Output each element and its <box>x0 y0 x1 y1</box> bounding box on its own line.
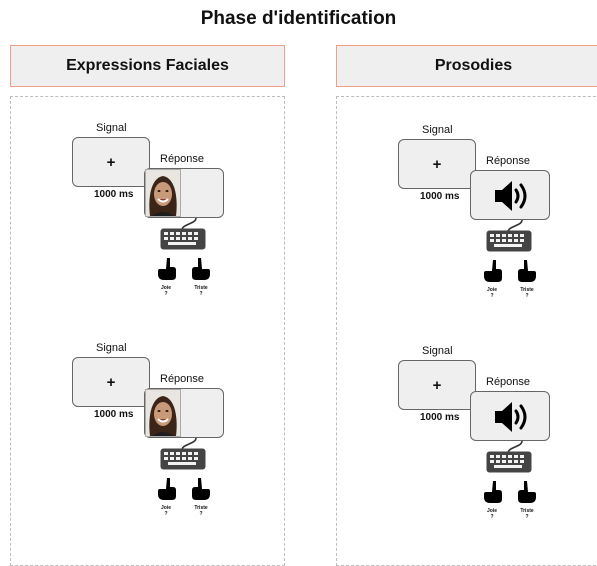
left-key-question: ? <box>164 291 168 297</box>
response-label: Réponse <box>160 373 205 385</box>
signal-box: + <box>398 360 476 410</box>
right-key-word: Triste <box>194 285 208 291</box>
face-photo <box>145 169 181 217</box>
signal-label: Signal <box>422 345 453 357</box>
signal-label: Signal <box>422 124 453 136</box>
signal-label: Signal <box>96 122 127 134</box>
fixation-cross: + <box>432 155 442 173</box>
response-box <box>470 170 550 220</box>
right-hand-icon <box>192 478 210 500</box>
left-hand-icon <box>158 258 176 280</box>
signal-box: + <box>72 357 150 407</box>
right-key-word: Triste <box>520 508 534 514</box>
left-key-question: ? <box>164 511 168 517</box>
trial-diagram: Signal + 1000 ms Réponse Joie? Triste? <box>72 122 282 322</box>
response-label: Réponse <box>160 153 205 165</box>
speaker-icon <box>495 181 527 211</box>
duration-label: 1000 ms <box>94 409 134 420</box>
right-key-label: Triste? <box>189 505 213 517</box>
right-key-question: ? <box>199 291 203 297</box>
duration-label: 1000 ms <box>94 189 134 200</box>
left-key-word: Joie <box>160 505 171 511</box>
face-photo <box>145 389 181 437</box>
right-key-question: ? <box>525 293 529 299</box>
speaker-icon <box>495 402 527 432</box>
left-key-word: Joie <box>486 508 497 514</box>
signal-box: + <box>72 137 150 187</box>
page-title: Phase d'identification <box>200 8 397 29</box>
right-hand-icon <box>518 260 536 282</box>
signal-box: + <box>398 139 476 189</box>
left-hand-icon <box>158 478 176 500</box>
keyboard-icon <box>160 228 206 250</box>
signal-label: Signal <box>96 342 127 354</box>
left-key-label: Joie? <box>480 508 504 520</box>
response-box <box>470 391 550 441</box>
trial-diagram: Signal + 1000 ms Réponse Joie? Triste? <box>72 342 282 542</box>
left-key-question: ? <box>490 514 494 520</box>
trial-diagram: Signal + 1000 ms Réponse Joie? Triste? <box>398 124 597 324</box>
right-key-question: ? <box>525 514 529 520</box>
right-hand-icon <box>518 481 536 503</box>
response-label: Réponse <box>486 376 531 388</box>
header-prosodies: Prosodies <box>336 45 597 87</box>
right-key-label: Triste? <box>189 285 213 297</box>
right-key-word: Triste <box>194 505 208 511</box>
right-key-question: ? <box>199 511 203 517</box>
duration-label: 1000 ms <box>420 412 460 423</box>
duration-label: 1000 ms <box>420 191 460 202</box>
left-key-label: Joie? <box>154 285 178 297</box>
right-key-word: Triste <box>520 287 534 293</box>
keyboard-icon <box>486 451 532 473</box>
left-hand-icon <box>484 481 502 503</box>
right-key-label: Triste? <box>515 508 539 520</box>
left-key-label: Joie? <box>480 287 504 299</box>
response-label: Réponse <box>486 155 531 167</box>
left-key-label: Joie? <box>154 505 178 517</box>
response-box <box>144 168 224 218</box>
left-hand-icon <box>484 260 502 282</box>
header-expressions-faciales: Expressions Faciales <box>10 45 285 87</box>
fixation-cross: + <box>106 373 116 391</box>
fixation-cross: + <box>106 153 116 171</box>
left-key-word: Joie <box>486 287 497 293</box>
left-key-question: ? <box>490 293 494 299</box>
keyboard-icon <box>486 230 532 252</box>
left-key-word: Joie <box>160 285 171 291</box>
right-hand-icon <box>192 258 210 280</box>
response-box <box>144 388 224 438</box>
fixation-cross: + <box>432 376 442 394</box>
right-key-label: Triste? <box>515 287 539 299</box>
trial-diagram: Signal + 1000 ms Réponse Joie? Triste? <box>398 345 597 545</box>
keyboard-icon <box>160 448 206 470</box>
